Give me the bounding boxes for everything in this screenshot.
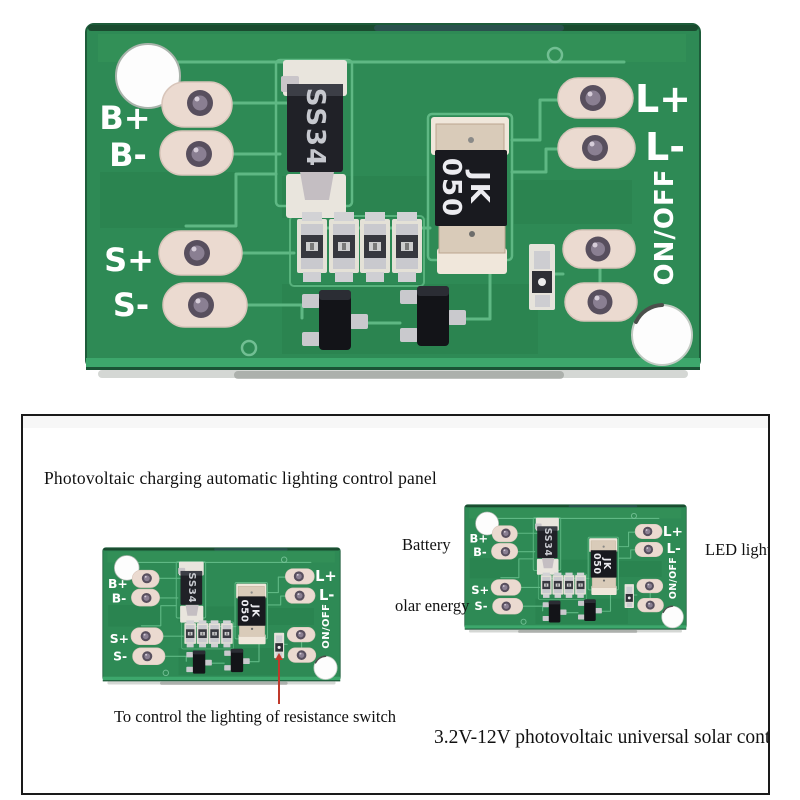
solar-energy-label: olar energy xyxy=(395,596,470,615)
battery-label: Battery xyxy=(402,535,451,554)
left-caption: To control the lighting of resistance sw… xyxy=(114,707,397,726)
pcb-photo-small-right xyxy=(464,504,687,634)
box-title: Photovoltaic charging automatic lighting… xyxy=(44,468,437,488)
pcb-photo-small-left xyxy=(102,547,341,686)
right-caption: 3.2V-12V photovoltaic universal solar co… xyxy=(434,727,770,748)
pointer-arrow xyxy=(275,653,283,704)
annotation-box: Photovoltaic charging automatic lighting… xyxy=(21,414,770,795)
led-light-label: LED light xyxy=(705,540,770,559)
box-top-band xyxy=(23,416,768,428)
pcb-photo-large xyxy=(84,22,702,381)
